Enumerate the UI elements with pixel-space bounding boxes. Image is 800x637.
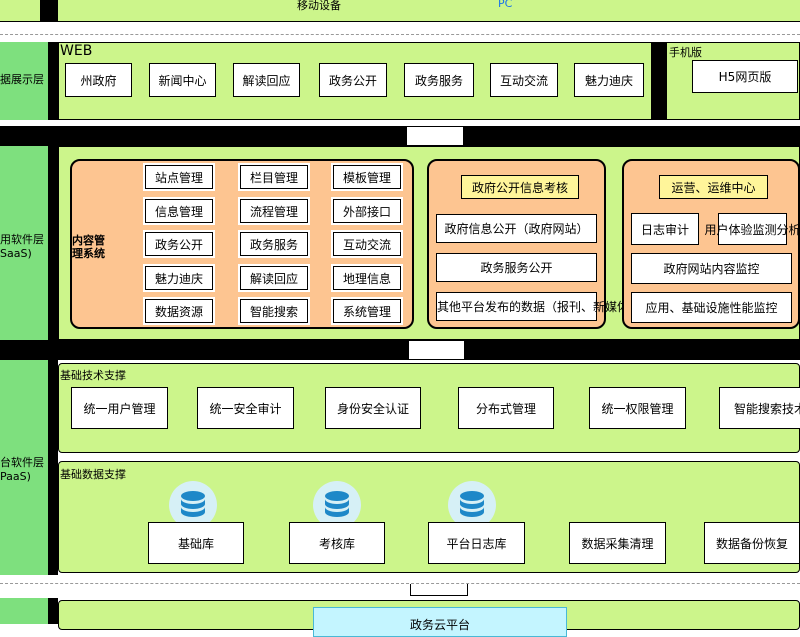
cms-item: 智能搜索 — [240, 299, 308, 323]
saas-layer-divider — [50, 146, 58, 340]
database-icon — [313, 481, 361, 529]
tech-panel — [58, 363, 800, 453]
top-label-mobile: 移动设备 — [297, 0, 341, 12]
paas-layer-side — [0, 360, 50, 575]
data-item: 平台日志库 — [428, 522, 525, 564]
mobile-h5-box: H5网页版 — [692, 60, 798, 93]
cms-item: 系统管理 — [333, 299, 401, 323]
top-label-pc: PC — [498, 0, 513, 10]
cms-item: 数据资源 — [145, 299, 213, 323]
saas-layer-label-2: SaaS) — [0, 247, 32, 260]
web-title: WEB — [60, 43, 93, 59]
web-item: 政务公开 — [319, 63, 387, 97]
data-item: 数据备份恢复 — [704, 522, 800, 564]
web-mobile-divider — [652, 42, 666, 120]
ops-log-audit: 日志审计 — [631, 213, 699, 245]
display-layer-side — [0, 42, 50, 120]
separator-connector — [406, 126, 464, 146]
ops-item: 应用、基础设施性能监控 — [631, 292, 792, 323]
assessment-item: 政务服务公开 — [436, 253, 597, 282]
database-icon-svg — [325, 491, 349, 517]
cms-item: 魅力迪庆 — [145, 266, 213, 290]
database-icon-svg — [181, 491, 205, 517]
tech-item: 统一权限管理 — [589, 387, 686, 429]
web-item: 魅力迪庆 — [574, 63, 644, 97]
cms-item: 模板管理 — [333, 165, 401, 189]
display-layer-label: 据展示层 — [0, 73, 44, 86]
assessment-title: 政府公开信息考核 — [461, 175, 579, 199]
cms-title-1: 内容管 — [72, 234, 105, 247]
separator-bar — [0, 126, 800, 146]
database-icon — [448, 481, 496, 529]
separator-connector — [410, 584, 468, 596]
web-item: 新闻中心 — [149, 63, 216, 97]
paas-layer-label-2: PaaS) — [0, 470, 31, 483]
tech-item: 身份安全认证 — [325, 387, 421, 429]
tech-item: 统一安全审计 — [197, 387, 294, 429]
top-dashed-line — [0, 34, 800, 35]
web-item: 互动交流 — [490, 63, 558, 97]
mobile-title: 手机版 — [669, 46, 702, 59]
cms-item: 地理信息 — [333, 266, 401, 290]
iaas-layer-divider — [50, 598, 58, 624]
web-item: 解读回应 — [233, 63, 300, 97]
tech-item: 统一用户管理 — [71, 387, 168, 429]
cms-title-2: 理系统 — [72, 247, 105, 260]
assessment-item: 其他平台发布的数据（报刊、新媒体） — [436, 292, 641, 321]
paas-layer-divider — [50, 360, 58, 575]
cms-item: 政务公开 — [145, 232, 213, 256]
saas-layer-side — [0, 146, 50, 340]
separator-connector — [408, 340, 465, 360]
tech-title: 基础技术支撑 — [60, 369, 126, 382]
data-item: 数据采集清理 — [569, 522, 666, 564]
cms-item: 站点管理 — [145, 165, 213, 189]
display-layer-divider — [50, 42, 58, 120]
web-item: 州政府 — [65, 63, 132, 97]
cms-item: 解读回应 — [240, 266, 308, 290]
data-item: 考核库 — [289, 522, 385, 564]
tech-item: 智能搜索技术 — [719, 387, 800, 429]
assessment-item: 政府信息公开（政府网站） — [436, 214, 597, 243]
database-icon — [169, 481, 217, 529]
cms-item: 政务服务 — [240, 232, 308, 256]
top-divider — [40, 0, 58, 22]
tech-item: 分布式管理 — [458, 387, 554, 429]
ops-item: 政府网站内容监控 — [631, 253, 792, 284]
cms-item: 流程管理 — [240, 199, 308, 223]
cms-item: 外部接口 — [333, 199, 401, 223]
top-strip — [0, 0, 800, 22]
ops-ux-monitor: 用户体验监测分析 — [705, 213, 800, 245]
paas-layer-label-1: 台软件层 — [0, 456, 44, 469]
data-title: 基础数据支撑 — [60, 468, 126, 481]
cms-item: 信息管理 — [145, 199, 213, 223]
web-item: 政务服务 — [404, 63, 474, 97]
cloud-platform-box: 政务云平台 — [313, 607, 567, 637]
bottom-dashed-line — [0, 583, 800, 584]
ops-title: 运营、运维中心 — [659, 175, 768, 199]
saas-layer-label-1: 用软件层 — [0, 233, 44, 246]
cms-item: 互动交流 — [333, 232, 401, 256]
data-item: 基础库 — [148, 522, 244, 564]
database-icon-svg — [460, 491, 484, 517]
iaas-layer-side — [0, 598, 50, 624]
cms-item: 栏目管理 — [240, 165, 308, 189]
separator-bar — [0, 340, 800, 360]
